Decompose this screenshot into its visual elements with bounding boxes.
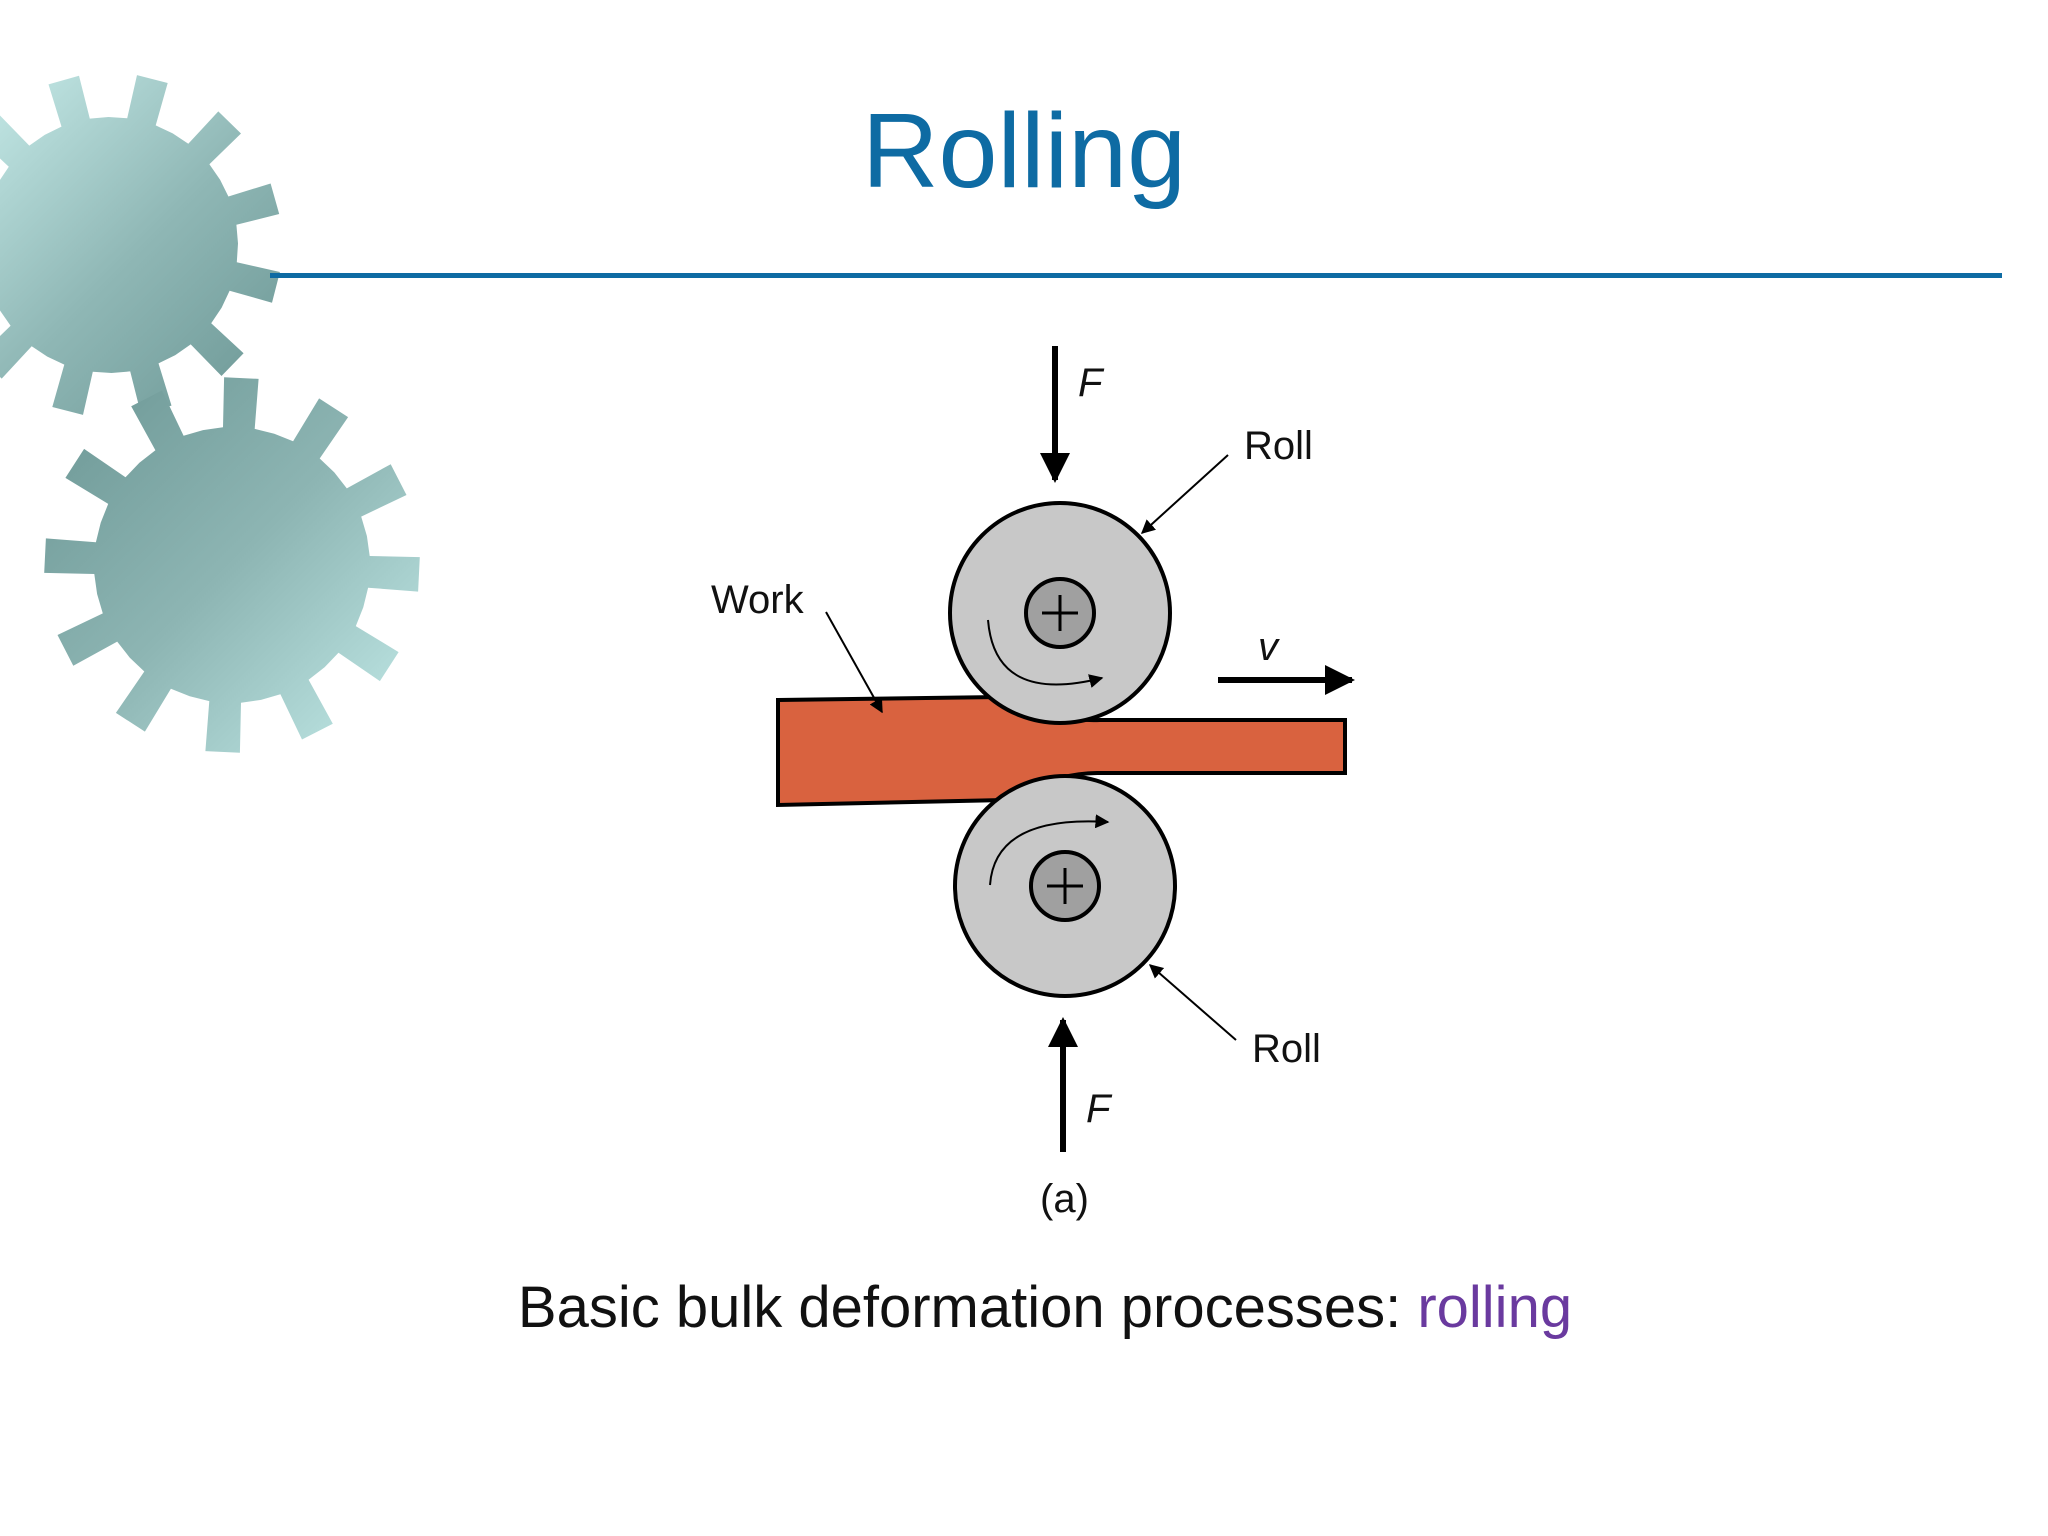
- caption-text: Basic bulk deformation processes:: [517, 1275, 1418, 1340]
- roll-top-leader: [1140, 454, 1229, 534]
- roll-top-label: Roll: [1244, 424, 1313, 468]
- force-bottom-label: F: [1086, 1087, 1113, 1131]
- bottom-roll: [953, 774, 1177, 998]
- force-top-label: F: [1078, 361, 1105, 405]
- page-title: Rolling: [861, 92, 1187, 210]
- gear-icon: [0, 75, 280, 415]
- roll-bottom-label: Roll: [1252, 1027, 1321, 1071]
- title-divider: [270, 273, 2002, 278]
- velocity-label: v: [1258, 625, 1280, 669]
- roll-bottom-leader: [1148, 964, 1237, 1041]
- gear-icon: [44, 377, 420, 753]
- slide-caption: Basic bulk deformation processes: rollin…: [0, 1273, 2048, 1343]
- decorative-gears: [0, 75, 420, 753]
- top-roll: [948, 501, 1172, 725]
- figure-label: (a): [1040, 1177, 1089, 1221]
- caption-accent: rolling: [1417, 1275, 1573, 1340]
- work-leader: [825, 611, 883, 714]
- work-label: Work: [711, 578, 805, 622]
